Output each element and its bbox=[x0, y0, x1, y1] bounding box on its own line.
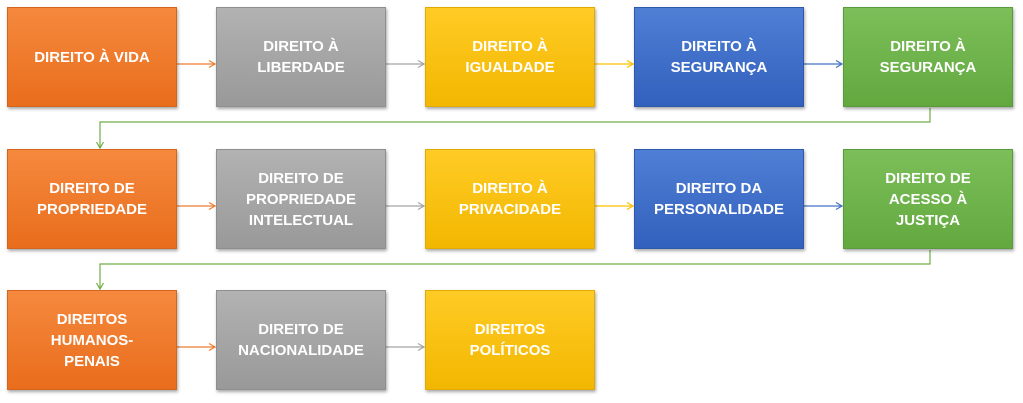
connector-1-to-2-head bbox=[417, 59, 426, 69]
node-direito-a-liberdade: DIREITO À LIBERDADE bbox=[216, 7, 386, 107]
node-direito-de-acesso-a-justica: DIREITO DE ACESSO À JUSTIÇA bbox=[843, 149, 1013, 249]
node-direito-de-propriedade: DIREITO DE PROPRIEDADE bbox=[7, 149, 177, 249]
node-direito-a-igualdade: DIREITO À IGUALDADE bbox=[425, 7, 595, 107]
node-direitos-humanos-penais: DIREITOS HUMANOS- PENAIS bbox=[7, 290, 177, 390]
connector-3-to-4-head bbox=[835, 59, 844, 69]
connector-6-to-7-head bbox=[417, 201, 426, 211]
connector-11-to-12-head bbox=[417, 342, 426, 352]
node-direitos-politicos: DIREITOS POLÍTICOS bbox=[425, 290, 595, 390]
connector-2-to-3-head bbox=[626, 59, 635, 69]
node-direito-a-seguranca-1: DIREITO À SEGURANÇA bbox=[634, 7, 804, 107]
connector-9-to-10 bbox=[99, 250, 931, 289]
node-direito-de-propriedade-intelectual: DIREITO DE PROPRIEDADE INTELECTUAL bbox=[216, 149, 386, 249]
node-direito-da-personalidade: DIREITO DA PERSONALIDADE bbox=[634, 149, 804, 249]
node-direito-de-nacionalidade: DIREITO DE NACIONALIDADE bbox=[216, 290, 386, 390]
node-direito-a-seguranca-2: DIREITO À SEGURANÇA bbox=[843, 7, 1013, 107]
node-direito-a-vida: DIREITO À VIDA bbox=[7, 7, 177, 107]
connector-4-to-5-head bbox=[95, 141, 105, 150]
connector-5-to-6-head bbox=[208, 201, 217, 211]
connector-10-to-11-head bbox=[208, 342, 217, 352]
connector-4-to-5 bbox=[99, 108, 931, 148]
connector-7-to-8-head bbox=[626, 201, 635, 211]
node-direito-a-privacidade: DIREITO À PRIVACIDADE bbox=[425, 149, 595, 249]
connector-9-to-10-head bbox=[95, 282, 105, 291]
connector-8-to-9-head bbox=[835, 201, 844, 211]
connector-0-to-1-head bbox=[208, 59, 217, 69]
